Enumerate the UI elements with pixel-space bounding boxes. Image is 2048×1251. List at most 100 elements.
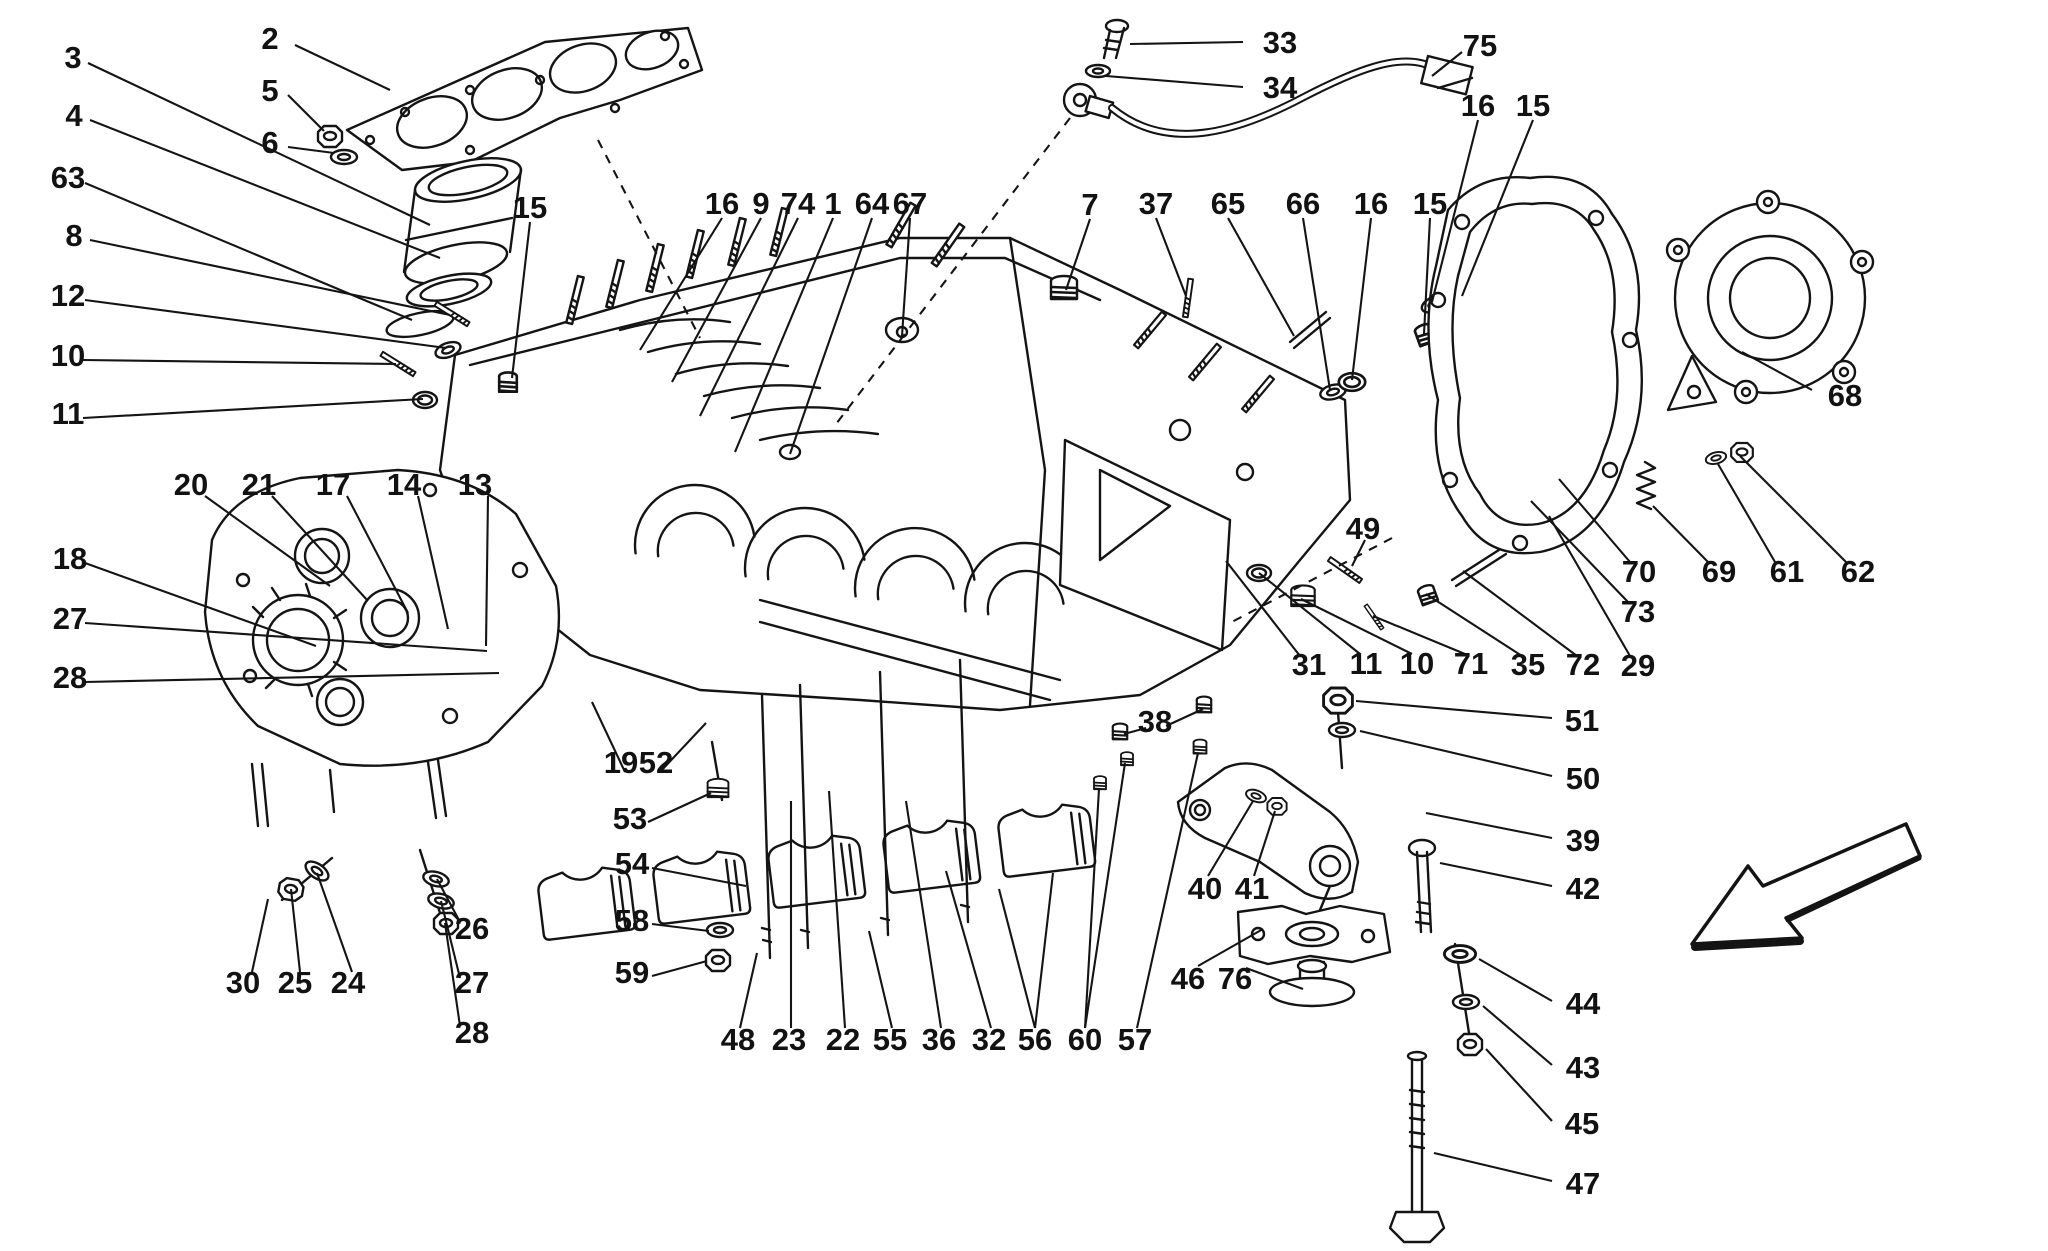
- part-label-54: 54: [615, 846, 650, 881]
- part-label-55: 55: [873, 1022, 907, 1057]
- part-label-32: 32: [972, 1022, 1006, 1057]
- nut-59: [704, 948, 732, 973]
- leader-line: [510, 221, 532, 379]
- leader-line: [1462, 570, 1578, 657]
- part-label-42: 42: [1566, 871, 1600, 906]
- part-label-71: 71: [1454, 646, 1488, 681]
- cover-fastener-stack: [276, 848, 460, 936]
- part-label-64: 64: [855, 186, 890, 221]
- nut-45: [1456, 1032, 1484, 1057]
- part-label-6: 6: [261, 125, 278, 160]
- part-label-22: 22: [826, 1022, 860, 1057]
- part-label-11: 11: [52, 396, 85, 431]
- part-label-16: 16: [1461, 88, 1495, 123]
- part-label-68: 68: [1828, 378, 1862, 413]
- part-label-46: 46: [1171, 961, 1205, 996]
- timing-gasket-drawing: [1427, 175, 1643, 555]
- part-label-69: 69: [1702, 554, 1736, 589]
- part-label-19: 19: [604, 745, 638, 780]
- part-label-53: 53: [613, 801, 647, 836]
- part-label-4: 4: [65, 98, 83, 133]
- part-label-27: 27: [455, 965, 489, 1000]
- washer-6: [329, 148, 359, 166]
- plug-15: [497, 371, 519, 394]
- leader-line: [1165, 708, 1204, 727]
- part-label-16: 16: [705, 186, 739, 221]
- leader-line: [346, 495, 409, 614]
- leader-line: [1225, 560, 1301, 657]
- grub-57: [1192, 738, 1208, 755]
- leader-line: [647, 792, 712, 823]
- part-label-74: 74: [781, 186, 816, 221]
- part-label-49: 49: [1346, 511, 1380, 546]
- sensor-cable-drawing: [1062, 18, 1474, 138]
- part-label-28: 28: [455, 1015, 489, 1050]
- nut-41: [1266, 797, 1288, 816]
- part-label-39: 39: [1566, 823, 1600, 858]
- leader-line: [1433, 1151, 1553, 1183]
- leader-line: [1300, 598, 1413, 655]
- leader-line: [738, 952, 759, 1029]
- bolt-42-head: [1407, 838, 1437, 858]
- washer-58: [705, 921, 735, 939]
- leader-line: [204, 495, 331, 587]
- leader-line: [1135, 752, 1200, 1029]
- part-label-34: 34: [1263, 70, 1298, 105]
- leader-line: [1245, 967, 1304, 990]
- crankcase-block-drawing: [438, 201, 1352, 712]
- part-label-11: 11: [1350, 646, 1383, 681]
- leader-line: [82, 358, 397, 366]
- leader-line: [1372, 615, 1466, 655]
- part-label-23: 23: [772, 1022, 806, 1057]
- leader-line: [659, 722, 707, 773]
- leader-line: [867, 930, 894, 1029]
- leader-line: [289, 888, 302, 973]
- part-label-59: 59: [615, 955, 649, 990]
- leader-line: [1033, 872, 1055, 1029]
- part-label-30: 30: [226, 965, 260, 1000]
- leader-line: [1083, 762, 1127, 1029]
- part-label-36: 36: [922, 1022, 956, 1057]
- part-label-31: 31: [1292, 647, 1326, 682]
- part-label-15: 15: [1413, 186, 1447, 221]
- leader-line: [591, 701, 626, 773]
- leader-line: [316, 872, 353, 973]
- part-label-38: 38: [1138, 704, 1172, 739]
- leader-line: [1350, 217, 1373, 381]
- part-label-33: 33: [1263, 25, 1297, 60]
- leader-line: [1439, 861, 1553, 888]
- leader-line: [294, 44, 391, 91]
- leader-line: [82, 397, 424, 420]
- leader-line: [1461, 119, 1534, 297]
- rear-cover-drawing: [1635, 189, 1875, 511]
- leader-line: [651, 959, 708, 978]
- leader-line: [271, 495, 369, 602]
- part-label-15: 15: [1516, 88, 1550, 123]
- lock-washer-43: [1451, 993, 1481, 1011]
- part-label-47: 47: [1566, 1166, 1600, 1201]
- part-label-9: 9: [752, 186, 769, 221]
- part-label-43: 43: [1566, 1050, 1600, 1085]
- leader-line: [436, 878, 461, 923]
- leader-line: [1485, 1048, 1553, 1122]
- leader-line: [1253, 810, 1276, 877]
- leader-line: [832, 117, 1071, 429]
- leader-line: [997, 888, 1037, 1029]
- leader-line: [443, 922, 462, 1027]
- part-label-37: 37: [1139, 186, 1173, 221]
- leader-line: [639, 217, 723, 351]
- part-label-13: 13: [458, 467, 492, 502]
- grub-60a: [1093, 775, 1107, 791]
- leader-line: [1227, 217, 1295, 337]
- oil-plug-7: [1049, 274, 1079, 301]
- part-label-12: 12: [51, 278, 85, 313]
- leader-line: [734, 217, 834, 453]
- leader-line: [1530, 500, 1629, 603]
- leader-line: [1258, 572, 1361, 655]
- stud-72: [1450, 546, 1508, 588]
- leader-line: [1741, 351, 1813, 391]
- part-label-41: 41: [1235, 871, 1269, 906]
- leader-line: [84, 298, 447, 350]
- leader-line: [789, 217, 873, 455]
